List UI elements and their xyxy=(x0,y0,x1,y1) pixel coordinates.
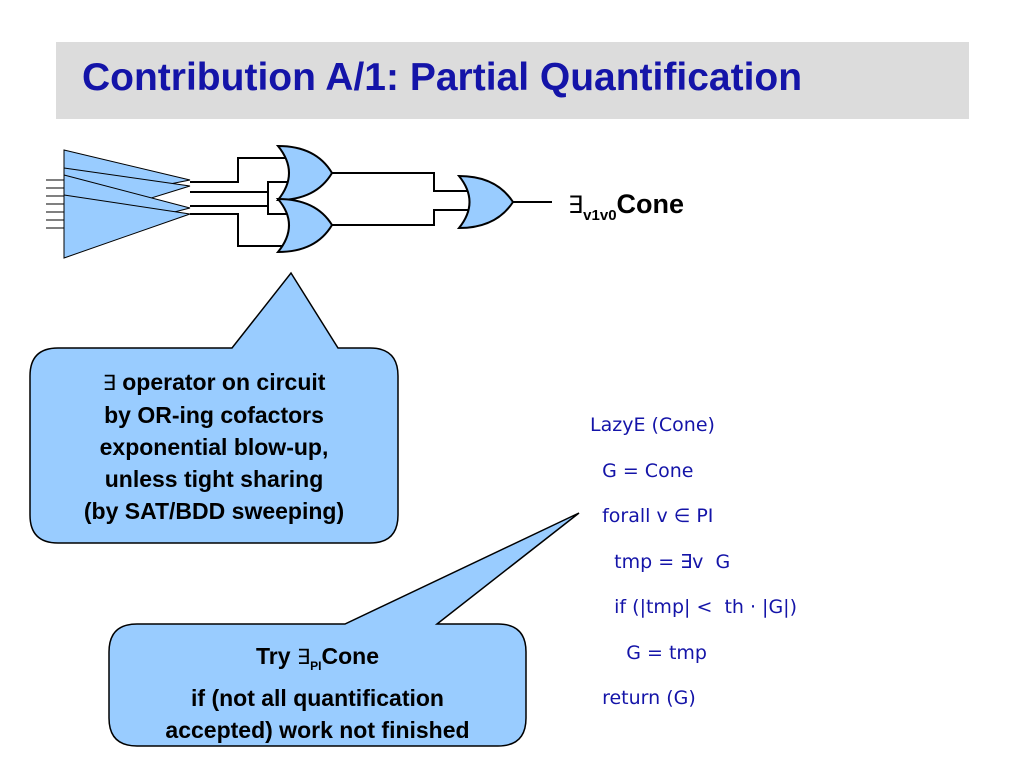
callout-line: exponential blow-up, xyxy=(99,434,329,460)
input-pins xyxy=(46,179,64,229)
pi-subscript: PI xyxy=(310,659,322,673)
cofactor-cones xyxy=(63,149,191,259)
callout-line: if (not all quantification xyxy=(191,685,444,711)
algorithm-line: LazyE (Cone) xyxy=(590,414,715,436)
callout-line: accepted) work not finished xyxy=(165,717,470,743)
callout-try-text: Try ∃PICone if (not all quantification a… xyxy=(109,640,526,746)
exists-symbol: ∃ xyxy=(102,371,116,395)
algorithm-line: tmp = ∃v G xyxy=(590,550,731,573)
algorithm-line: G = tmp xyxy=(590,641,707,664)
algorithm-line: return (G) xyxy=(590,687,696,709)
wires xyxy=(190,157,552,247)
callout-line: unless tight sharing xyxy=(104,466,324,492)
callout-operator xyxy=(29,271,399,544)
exists-symbol: ∃ xyxy=(568,191,584,219)
callout-line-text: Cone xyxy=(321,643,380,669)
algorithm-line: if (|tmp| < th · |G|) xyxy=(590,596,797,618)
output-text: Cone xyxy=(616,189,685,219)
callout-line: ∃ operator on circuit xyxy=(30,366,398,399)
or-gate-top xyxy=(275,144,334,202)
algorithm-line: forall v ∈ PI xyxy=(590,505,714,527)
callout-operator-text: ∃ operator on circuit by OR-ing cofactor… xyxy=(30,366,398,527)
algorithm-line: G = Cone xyxy=(590,459,694,482)
or-gate-bottom xyxy=(275,197,334,254)
output-label: ∃v1v0Cone xyxy=(568,189,684,224)
or-gates xyxy=(275,144,515,254)
callout-try xyxy=(108,512,580,747)
algorithm-block: LazyE (Cone) G = Cone forall v ∈ PI tmp … xyxy=(590,410,797,729)
or-gate-output xyxy=(456,174,515,230)
slide-title: Contribution A/1: Partial Quantification xyxy=(82,56,803,99)
title-bar: Contribution A/1: Partial Quantification xyxy=(56,42,969,119)
callout-line: Try ∃PICone xyxy=(109,640,526,682)
exists-symbol: ∃ xyxy=(296,645,311,669)
callout-line: by OR-ing cofactors xyxy=(104,402,324,428)
cone-4 xyxy=(63,194,191,259)
callout-line-prefix: Try xyxy=(255,643,297,669)
callout-line-text: operator on circuit xyxy=(115,369,326,395)
output-subscript: v1v0 xyxy=(583,207,617,224)
callout-line: (by SAT/BDD sweeping) xyxy=(83,498,345,524)
